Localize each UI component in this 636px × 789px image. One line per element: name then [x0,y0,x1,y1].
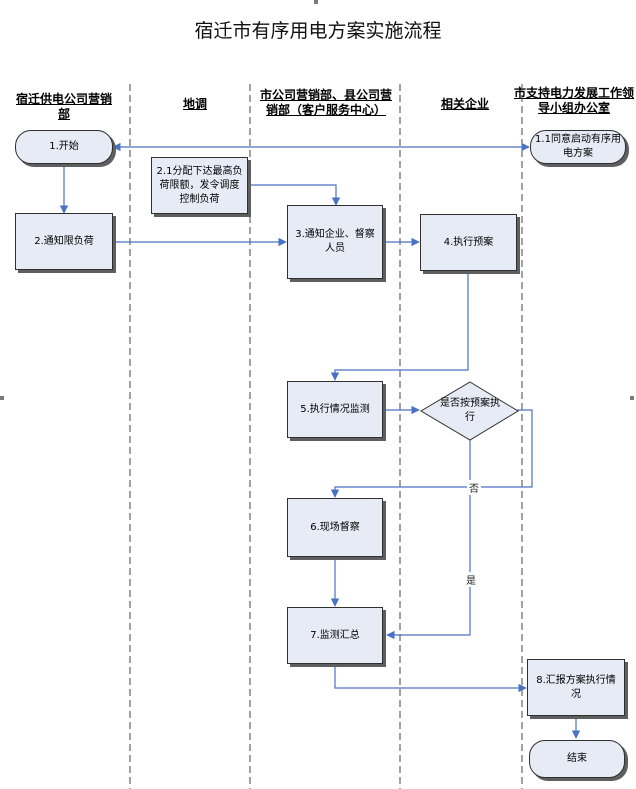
lane-header-city-county: 市公司营销部、县公司营销部（客户服务中心） [259,88,392,117]
lane-header-sales: 宿迁供电公司营销部 [15,92,112,121]
node-6-site-inspection: 6.现场督察 [287,498,383,557]
decision-diamond-shape [420,381,519,441]
resize-handle-right [630,396,634,400]
node-8-report: 8.汇报方案执行情况 [527,659,625,716]
resize-handle-top [314,0,318,4]
node-2-1-assign-limit: 2.1分配下达最高负荷限额，发令调度控制负荷 [151,157,248,214]
lane-dividers [129,84,523,789]
edge-label-no: 否 [467,480,481,495]
node-4-execute-plan: 4.执行预案 [420,214,517,271]
edge-label-yes: 是 [464,572,478,587]
node-1-1-approve: 1.1同意启动有序用电方案 [530,130,626,164]
lane-header-enterprise: 相关企业 [440,97,489,111]
start-node: 1.开始 [15,130,113,164]
node-3-notify-enterprise: 3.通知企业、督察人员 [287,205,383,279]
node-5-monitor: 5.执行情况监测 [287,381,383,438]
node-7-summary: 7.监测汇总 [287,607,383,664]
lane-header-dispatch: 地调 [182,97,207,111]
resize-handle-left [0,396,4,400]
page-title: 宿迁市有序用电方案实施流程 [194,20,442,42]
end-node: 结束 [529,740,625,778]
node-2-notify-limit: 2.通知限负荷 [15,213,113,270]
decision-label: 是否按预案执行 [440,398,500,423]
lane-header-office: 市支持电力发展工作领导小组办公室 [514,86,635,115]
